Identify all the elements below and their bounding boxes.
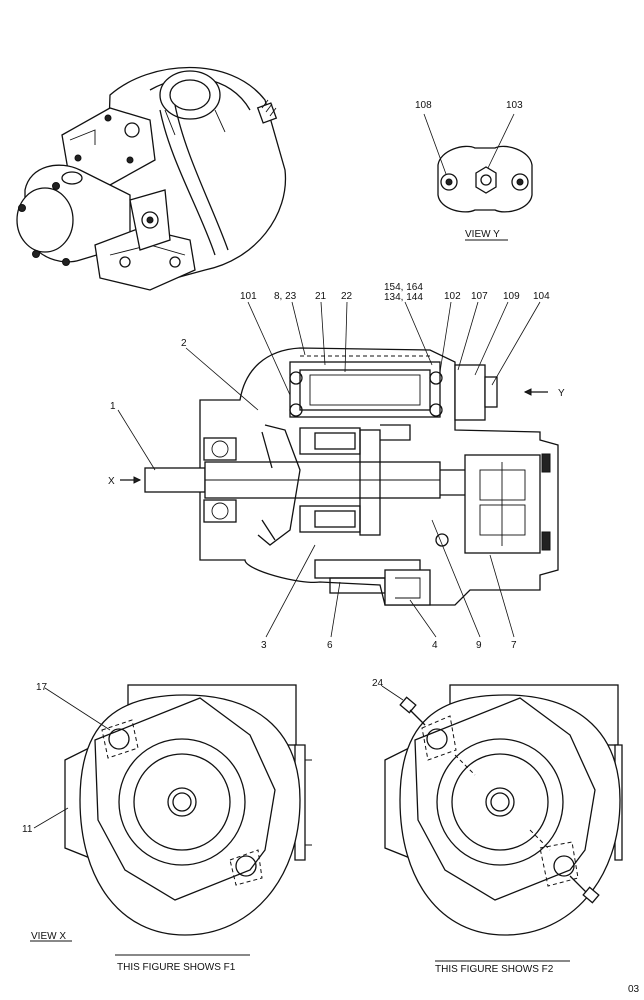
callout-2: 2	[181, 338, 187, 349]
view-x-f1-diagram	[30, 684, 312, 956]
callout-22: 22	[341, 291, 353, 302]
callout-104: 104	[533, 291, 550, 302]
callout-103: 103	[506, 100, 523, 111]
view-x-title: VIEW X	[31, 931, 66, 942]
callout-108: 108	[415, 100, 432, 111]
callout-154-164: 154, 164	[384, 282, 423, 293]
callout-6: 6	[327, 640, 333, 651]
callout-9: 9	[476, 640, 482, 651]
caption-f2: THIS FIGURE SHOWS F2	[435, 964, 554, 975]
callout-7: 7	[511, 640, 517, 651]
page-code: 03	[628, 984, 640, 995]
callout-102: 102	[444, 291, 461, 302]
view-x-f2-diagram	[381, 684, 623, 962]
view-y-diagram	[423, 113, 533, 241]
section-view-diagram	[117, 301, 559, 638]
callout-11: 11	[22, 824, 33, 835]
callout-3: 3	[261, 640, 267, 651]
callout-101: 101	[240, 291, 257, 302]
arrow-x-label: X	[108, 476, 115, 487]
callout-134-144: 134, 144	[384, 292, 423, 303]
isometric-pump-view	[16, 66, 287, 291]
callout-21: 21	[315, 291, 327, 302]
callout-107: 107	[471, 291, 488, 302]
callout-4: 4	[432, 640, 438, 651]
callout-109: 109	[503, 291, 520, 302]
caption-f1: THIS FIGURE SHOWS F1	[117, 962, 236, 973]
callout-24: 24	[372, 678, 384, 689]
callout-17: 17	[36, 682, 48, 693]
callout-1: 1	[110, 401, 116, 412]
view-y-title: VIEW Y	[465, 229, 500, 240]
callout-8-23: 8, 23	[274, 291, 297, 302]
arrow-y-label: Y	[558, 388, 565, 399]
